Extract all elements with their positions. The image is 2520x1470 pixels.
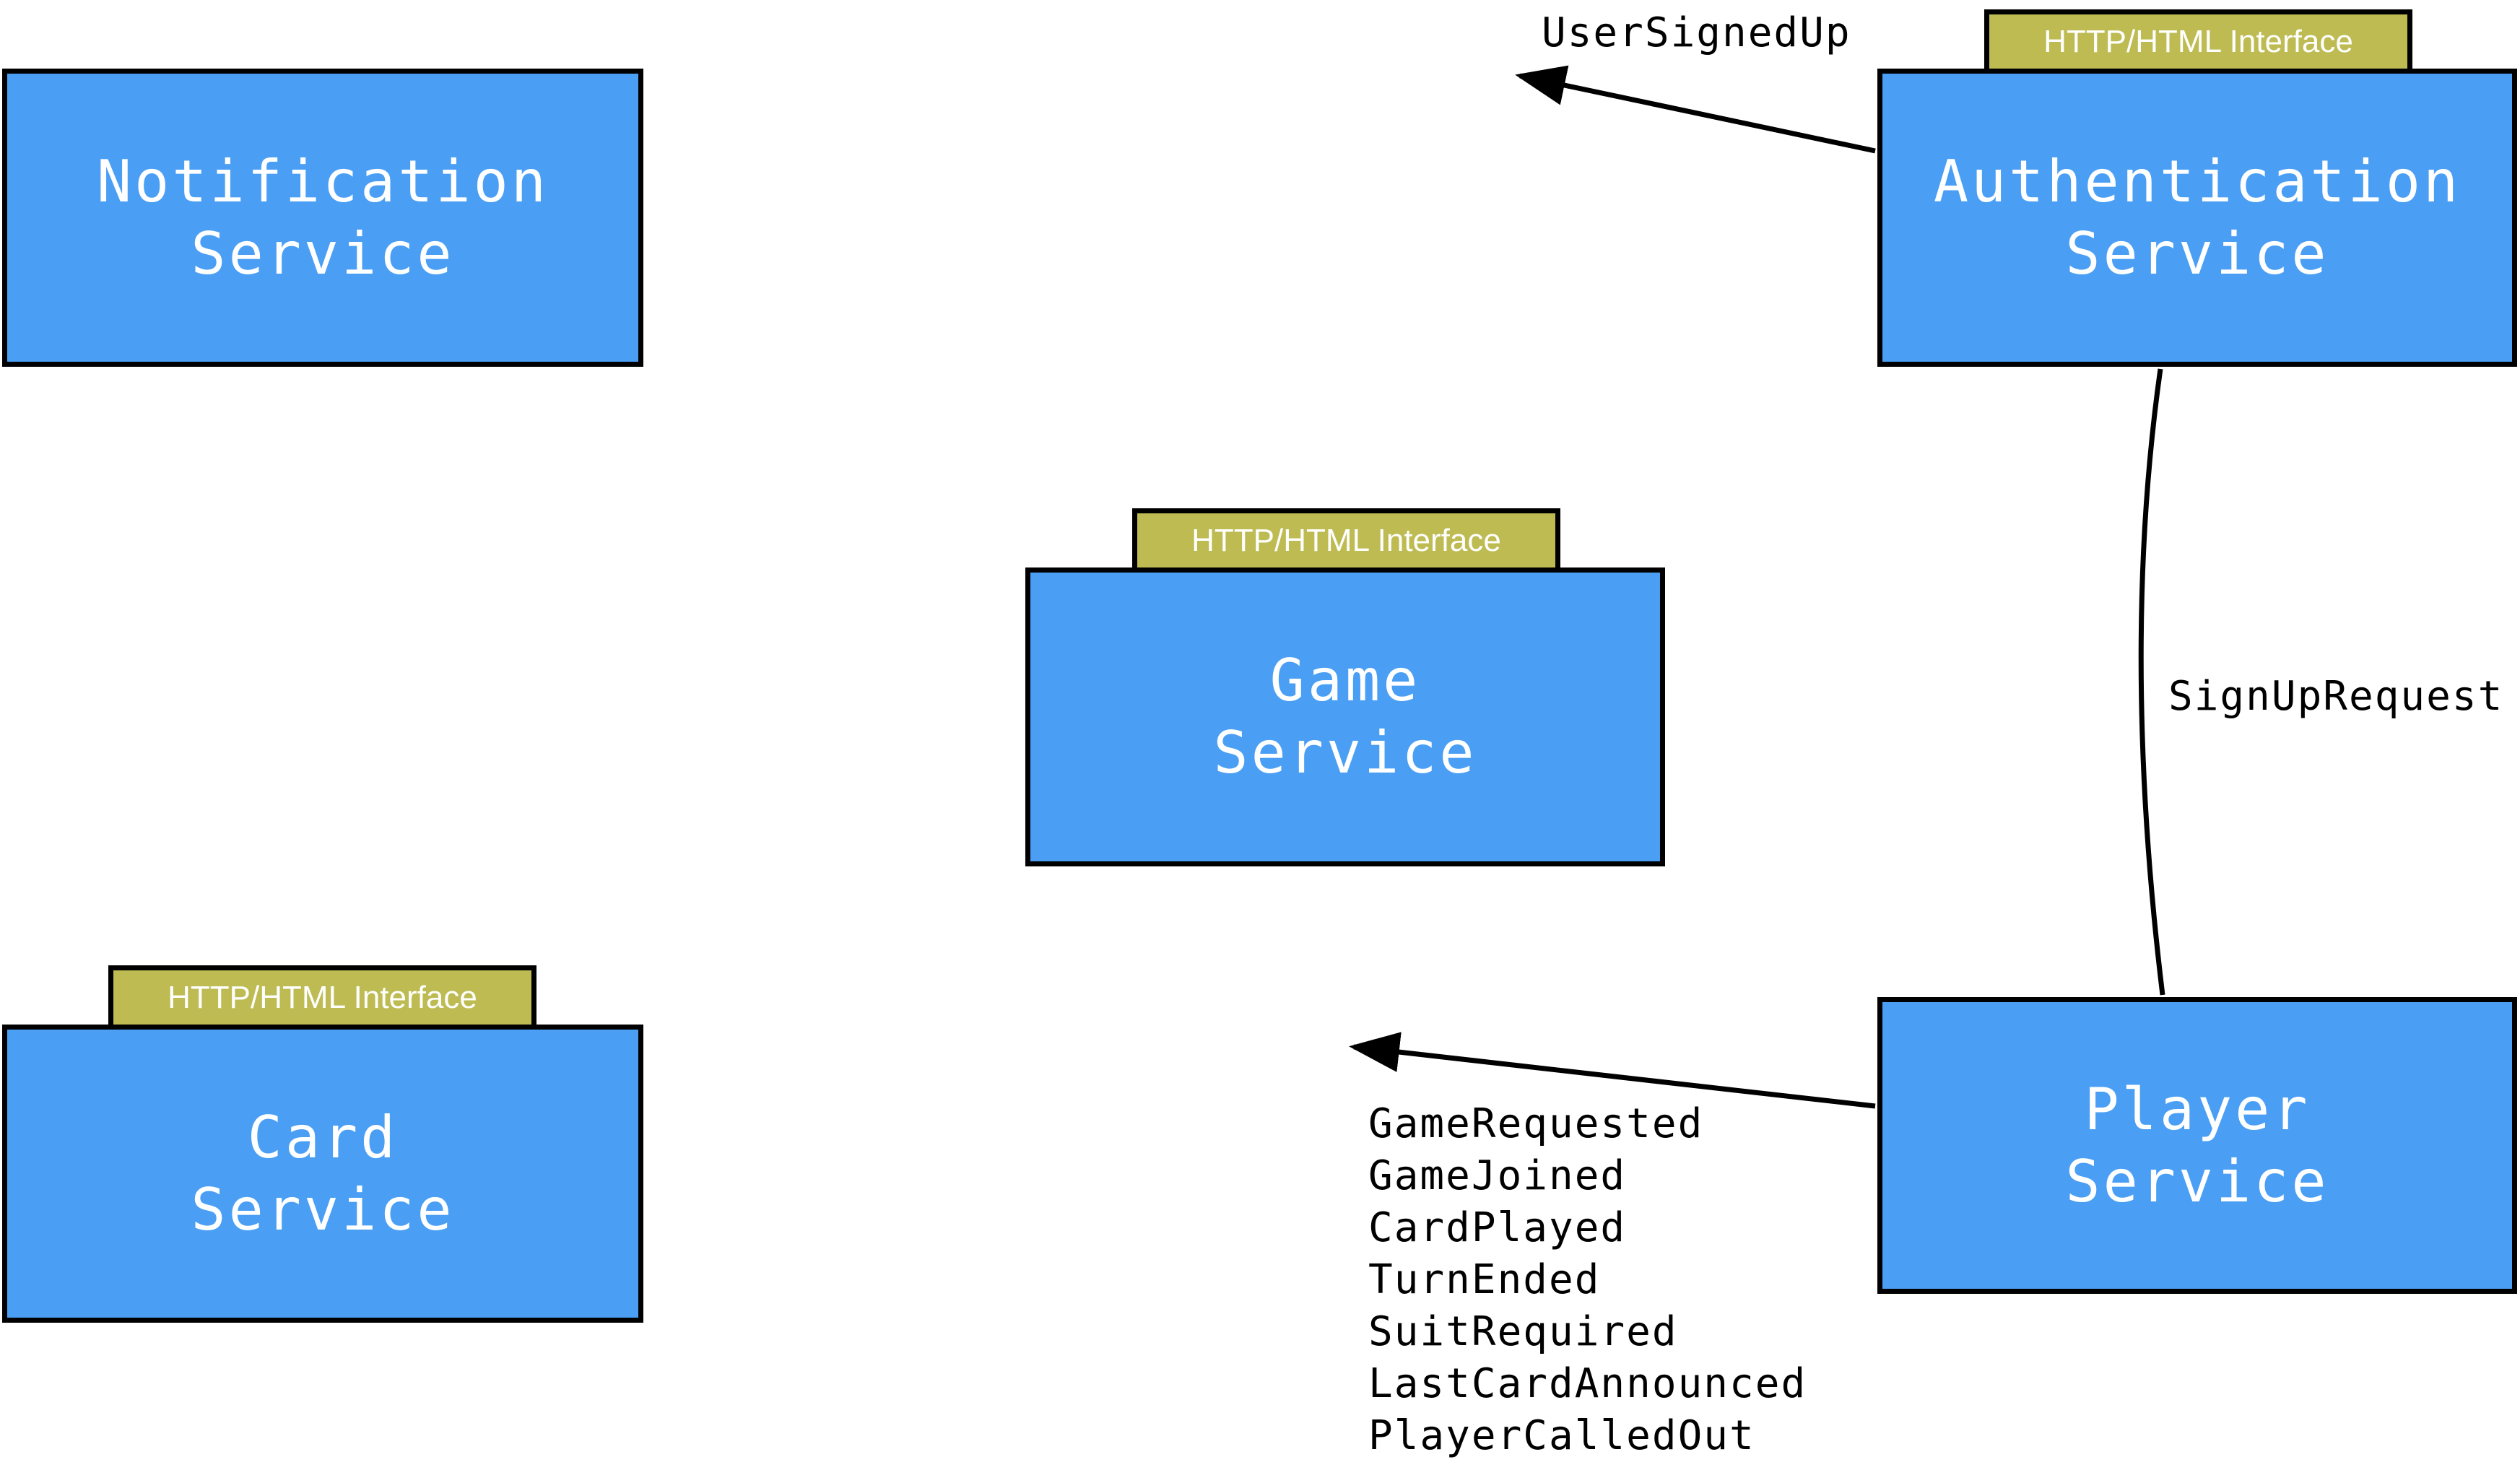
authentication-service-box: Authentication Service bbox=[1877, 69, 2517, 367]
player-event-item: TurnEnded bbox=[1368, 1256, 1601, 1303]
notification-service-subtitle: Service bbox=[191, 219, 455, 287]
player-event-item: PlayerCalledOut bbox=[1368, 1412, 1755, 1459]
card-service-box: Card Service bbox=[2, 1025, 643, 1323]
card-interface-tab: HTTP/HTML Interface bbox=[108, 965, 536, 1030]
player-service-subtitle: Service bbox=[2065, 1147, 2329, 1215]
card-service-subtitle: Service bbox=[191, 1175, 455, 1243]
authentication-interface-tab: HTTP/HTML Interface bbox=[1984, 9, 2412, 74]
user-signed-up-label: UserSignedUp bbox=[1542, 9, 1851, 56]
game-interface-tab: HTTP/HTML Interface bbox=[1132, 508, 1560, 573]
notification-service-box: Notification Service bbox=[2, 69, 643, 367]
player-events-list: GameRequested GameJoined CardPlayed Turn… bbox=[1368, 1098, 1807, 1462]
authentication-service-title: Authentication bbox=[1933, 147, 2462, 215]
player-event-item: GameRequested bbox=[1368, 1100, 1704, 1147]
authentication-service-subtitle: Service bbox=[2065, 219, 2329, 287]
player-service-box: Player Service bbox=[1877, 997, 2517, 1294]
player-event-item: SuitRequired bbox=[1368, 1308, 1678, 1355]
notification-service-title: Notification bbox=[97, 147, 549, 215]
game-service-title: Game bbox=[1269, 647, 1421, 714]
player-event-item: GameJoined bbox=[1368, 1152, 1627, 1199]
game-service-subtitle: Service bbox=[1213, 719, 1477, 786]
user-signed-up-arrow bbox=[1515, 65, 1876, 154]
game-service-box: Game Service bbox=[1025, 567, 1665, 866]
player-service-title: Player bbox=[2084, 1075, 2311, 1143]
sign-up-request-connector bbox=[2138, 368, 2165, 996]
player-event-item: CardPlayed bbox=[1368, 1204, 1627, 1251]
sign-up-request-label: SignUpRequest bbox=[2168, 673, 2504, 720]
card-service-title: Card bbox=[247, 1103, 399, 1171]
player-event-item: LastCardAnnounced bbox=[1368, 1360, 1807, 1407]
player-events-arrow bbox=[1349, 1032, 1876, 1109]
